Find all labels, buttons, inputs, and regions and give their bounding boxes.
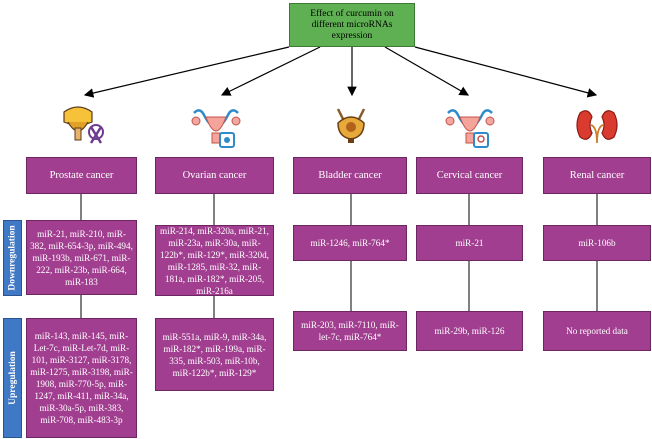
cancer-prostate: Prostate cancer <box>26 157 137 194</box>
down-cervical: miR-21 <box>416 225 523 261</box>
kidney-icon <box>576 110 618 144</box>
up-cervical: miR-29b, miR-126 <box>416 311 523 351</box>
up-renal: No reported data <box>543 311 651 351</box>
up-bladder: miR-203, miR-7110, miR-let-7c, miR-764* <box>293 311 407 351</box>
ovary-icon <box>191 109 241 148</box>
arrow-cervical <box>384 46 470 96</box>
upregulation-label: Upregulation <box>3 318 22 438</box>
downregulation-label: Downregulation <box>3 220 22 296</box>
prostate-icon <box>63 106 104 144</box>
down-ovarian: miR-214, miR-320a, miR-21, miR-23a, miR-… <box>155 225 274 296</box>
down-bladder: miR-1246, miR-764* <box>293 225 407 261</box>
arrow-renal <box>414 46 598 98</box>
arrow-ovarian <box>220 46 321 96</box>
up-prostate: miR-143, miR-145, miR-Let-7c, miR-Let-7d… <box>26 318 137 438</box>
cervix-icon <box>445 109 495 148</box>
down-renal: miR-106b <box>543 225 651 261</box>
up-ovarian: miR-551a, miR-9, miR-34a, miR-182*, miR-… <box>155 318 274 391</box>
cancer-ovarian: Ovarian cancer <box>155 157 274 194</box>
cancer-cervical: Cervical cancer <box>416 157 523 194</box>
arrow-prostate <box>83 46 290 98</box>
title-box: Effect of curcumin on different microRNA… <box>289 3 415 47</box>
down-prostate: miR-21, miR-210, miR-382, miR-654-3p, mi… <box>26 220 137 295</box>
bladder-icon <box>336 108 366 143</box>
cancer-renal: Renal cancer <box>543 157 651 194</box>
cancer-bladder: Bladder cancer <box>293 157 407 194</box>
